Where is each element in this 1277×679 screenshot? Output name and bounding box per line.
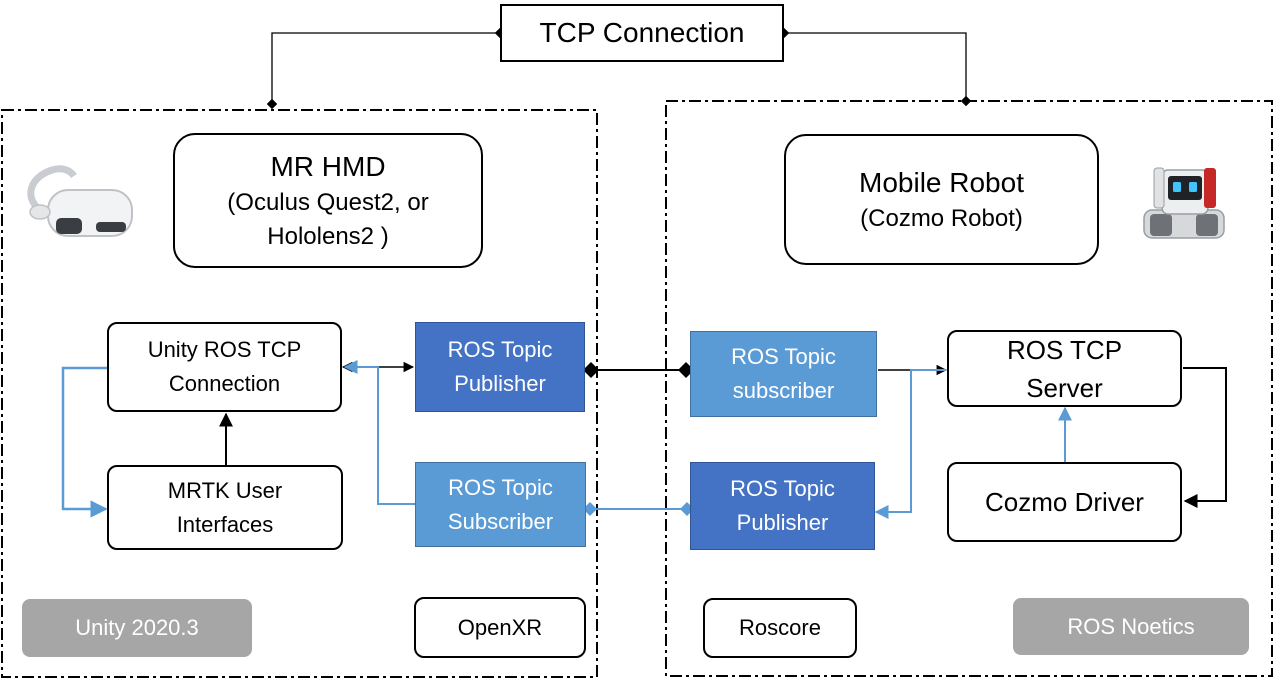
cozmo-driver-label: Cozmo Driver — [985, 487, 1144, 517]
mobile-robot-subtitle: (Cozmo Robot) — [860, 204, 1023, 232]
ros-tcp-server-box: ROS TCP Server — [947, 330, 1182, 407]
left-ros-topic-subscriber-box: ROS Topic Subscriber — [415, 462, 586, 547]
mrtk-user-interfaces-box: MRTK User Interfaces — [107, 465, 343, 550]
right-subscriber-line1: ROS Topic — [731, 344, 836, 369]
tcp-connection-label: TCP Connection — [539, 17, 745, 48]
cozmo-robot-icon — [1143, 167, 1225, 239]
right-subscriber-line2: subscriber — [732, 378, 835, 403]
unity-side-frame — [1, 109, 598, 678]
roscore-label: Roscore — [739, 615, 821, 640]
openxr-box: OpenXR — [414, 597, 586, 658]
ros-noetics-label: ROS Noetics — [1067, 613, 1195, 639]
cozmo-driver-box: Cozmo Driver — [947, 462, 1182, 542]
mr-hmd-subtitle-2: Hololens2 ) — [267, 222, 389, 250]
server-to-publisher-line — [874, 369, 946, 519]
left-publisher-line2: Publisher — [454, 371, 546, 396]
ros-noetics-badge: ROS Noetics — [1013, 598, 1249, 655]
openxr-label: OpenXR — [457, 614, 543, 640]
right-publisher-line1: ROS Topic — [730, 476, 835, 501]
mr-hmd-title: MR HMD — [270, 150, 386, 182]
unity-ros-tcp-line1: Unity ROS TCP — [147, 337, 302, 362]
ros-tcp-server-line1: ROS TCP — [1006, 334, 1123, 365]
mrtk-line1: MRTK User — [167, 477, 283, 503]
right-publisher-line2: Publisher — [736, 510, 829, 535]
vr-headset-icon — [27, 165, 133, 237]
mr-hmd-box: MR HMD (Oculus Quest2, or Hololens2 ) — [173, 133, 483, 268]
right-ros-topic-publisher-box: ROS Topic Publisher — [690, 462, 875, 550]
unity-version-label: Unity 2020.3 — [75, 615, 199, 640]
mobile-robot-box: Mobile Robot (Cozmo Robot) — [784, 134, 1099, 265]
roscore-box: Roscore — [703, 598, 857, 658]
left-publisher-line1: ROS Topic — [447, 337, 553, 362]
mr-hmd-subtitle-1: (Oculus Quest2, or — [227, 188, 429, 216]
tcp-connection-box: TCP Connection — [500, 4, 784, 62]
mrtk-line2: Interfaces — [176, 511, 274, 537]
tcp-to-mrtk-loop — [61, 366, 108, 518]
mobile-robot-title: Mobile Robot — [859, 166, 1024, 198]
unity-ros-tcp-connection-box: Unity ROS TCP Connection — [107, 322, 342, 412]
ros-tcp-server-line2: Server — [1026, 372, 1103, 403]
unity-ros-tcp-line2: Connection — [168, 371, 281, 396]
right-ros-topic-subscriber-box: ROS Topic subscriber — [690, 331, 877, 417]
left-ros-topic-publisher-box: ROS Topic Publisher — [415, 322, 585, 412]
left-subscriber-line2: Subscriber — [447, 508, 554, 534]
tcp-line-right — [778, 27, 972, 107]
tcp-line-left — [266, 27, 506, 110]
unity-version-badge: Unity 2020.3 — [22, 599, 252, 657]
subscriber-to-tcp-line — [343, 360, 415, 505]
left-subscriber-line1: ROS Topic — [448, 474, 553, 500]
server-to-driver-line — [1183, 367, 1227, 508]
